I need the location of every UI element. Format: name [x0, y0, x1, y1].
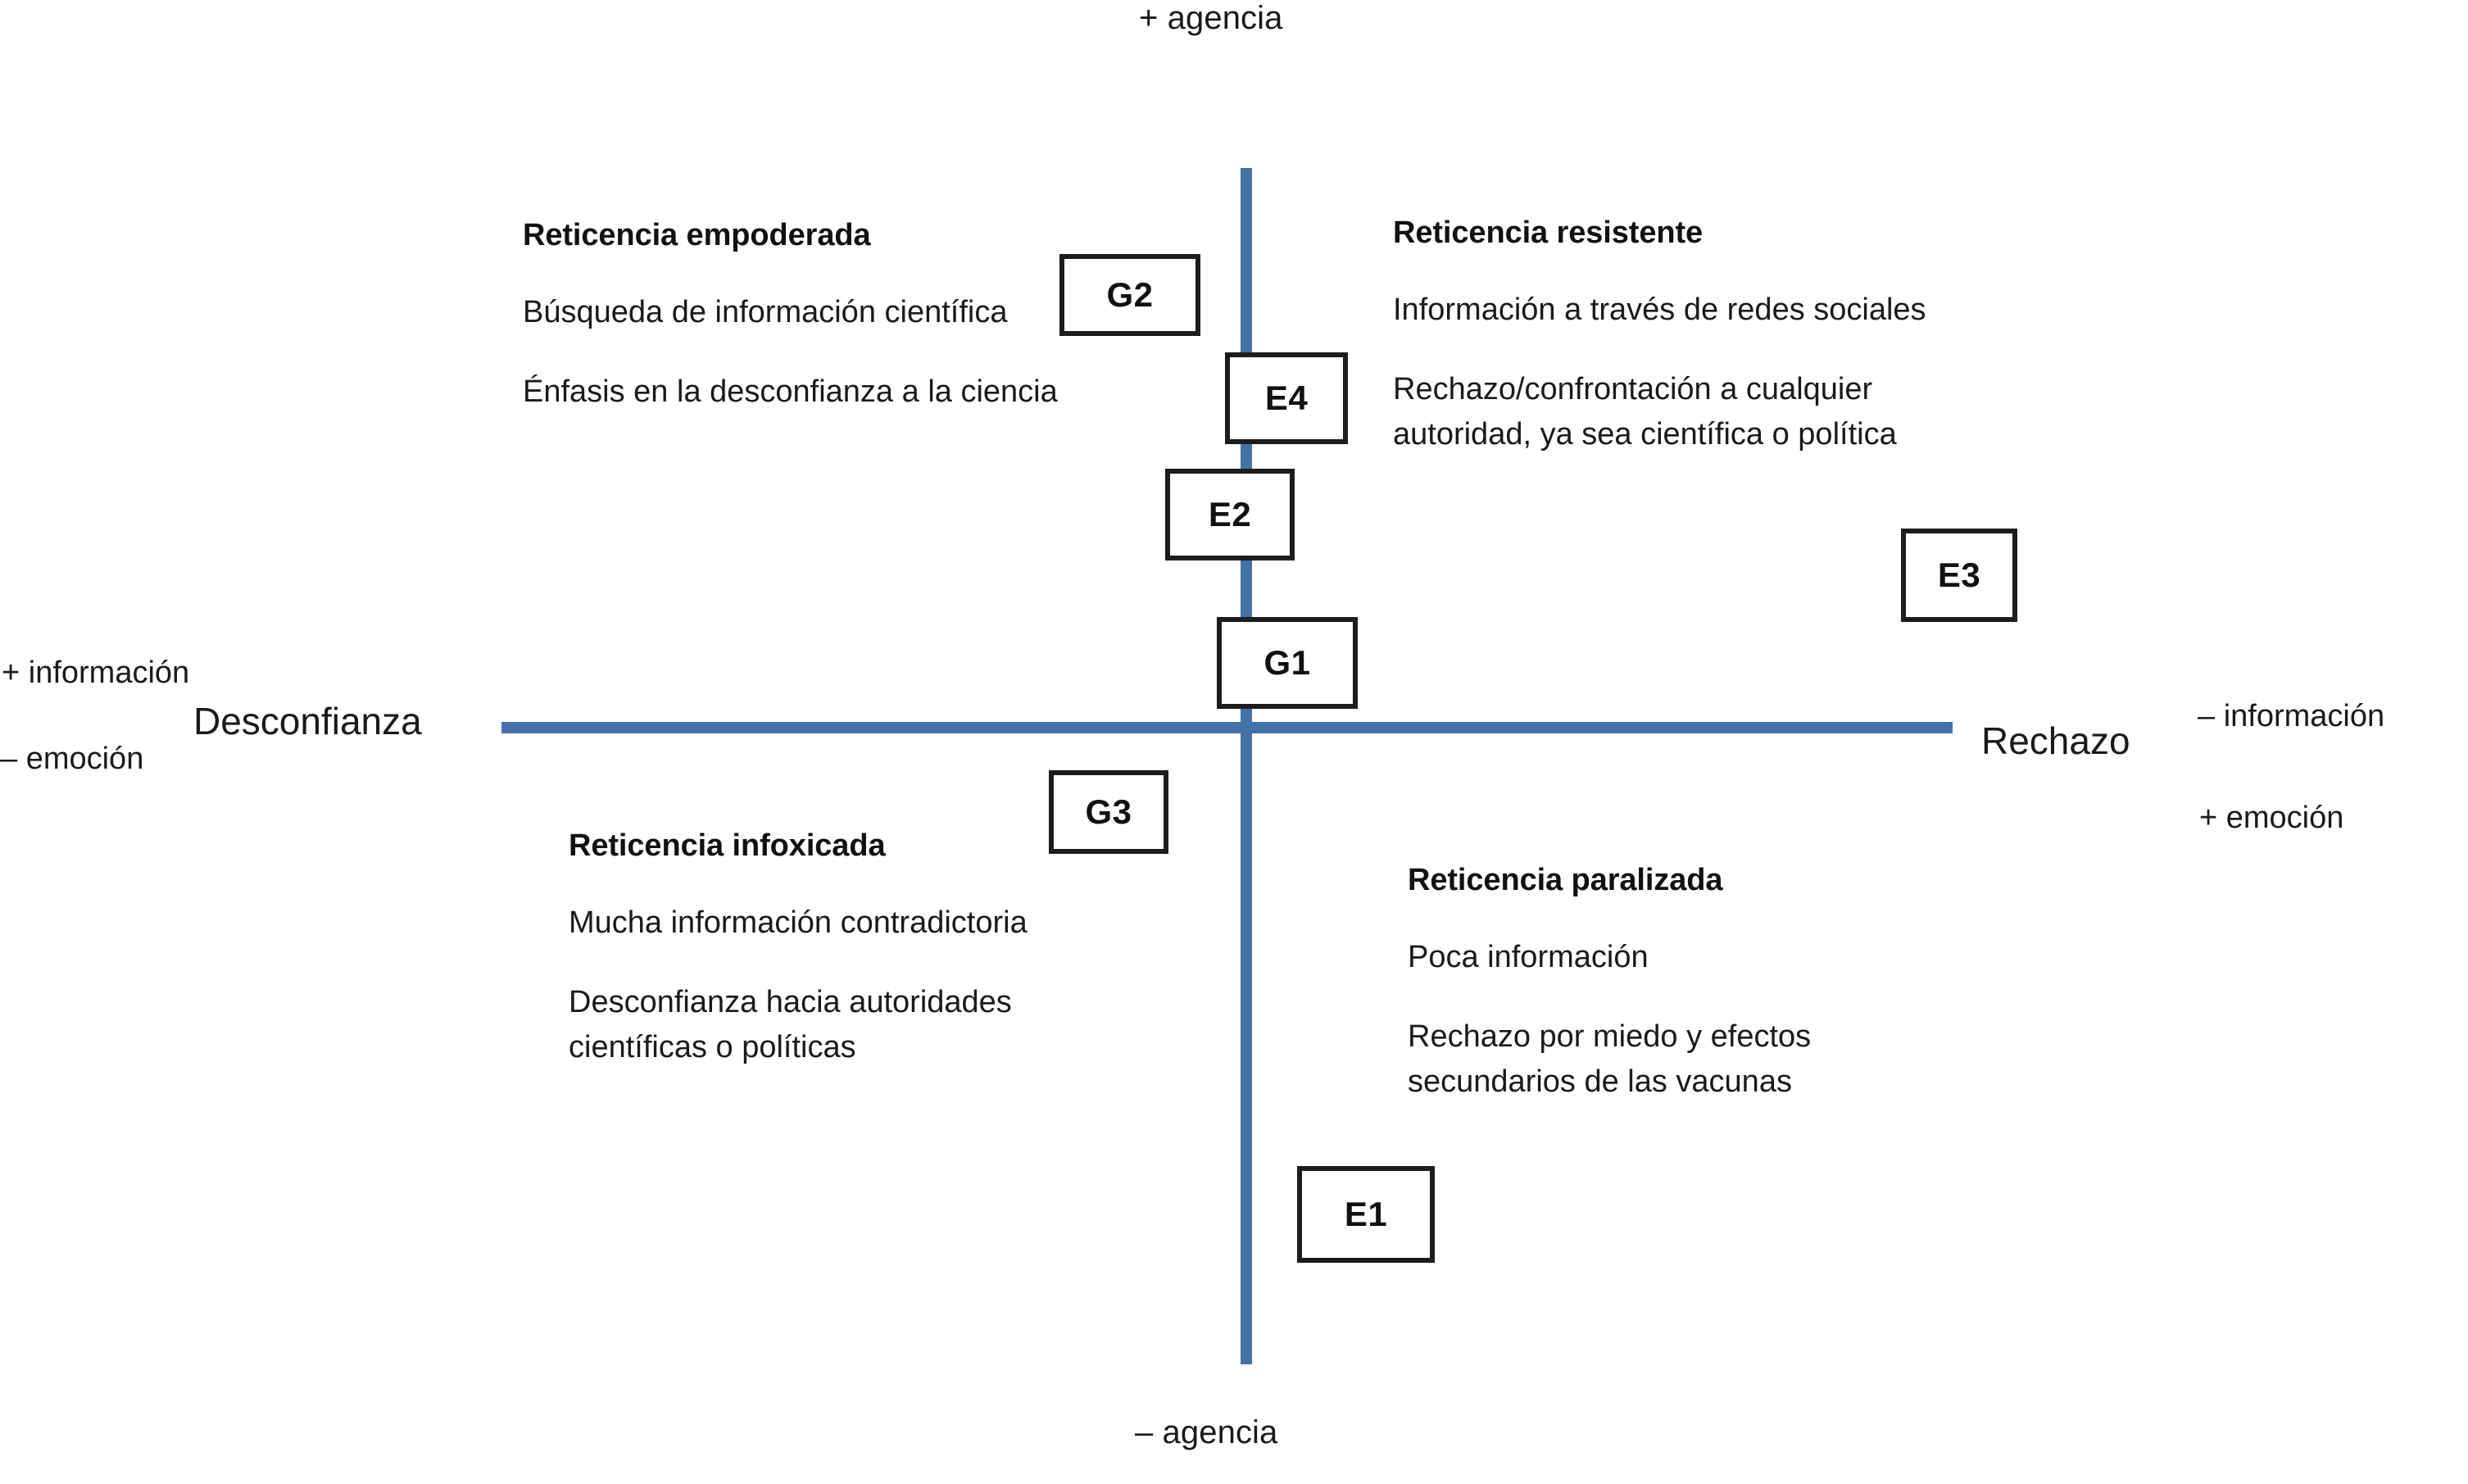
- axis-note-left-information: + información: [2, 656, 190, 690]
- node-box-g2: G2: [1059, 254, 1200, 336]
- axis-label-bottom: – agencia: [1135, 1414, 1278, 1450]
- node-box-e3: E3: [1901, 529, 2017, 622]
- node-box-g1: G1: [1217, 617, 1358, 709]
- horizontal-axis-line: [501, 722, 1953, 733]
- quadrant-point: Poca información: [1408, 939, 1649, 974]
- quadrant-title: Reticencia resistente: [1393, 216, 1704, 250]
- quadrant-point: Búsqueda de información científica: [523, 294, 1008, 329]
- quadrant-title: Reticencia infoxicada: [569, 828, 886, 863]
- axis-label-desconfianza: Desconfianza: [193, 700, 422, 742]
- quadrant-point: Rechazo/confrontación a cualquier autori…: [1393, 371, 1897, 452]
- quadrant-reticencia-infoxicada: Reticencia infoxicada Mucha información …: [569, 828, 1068, 1070]
- vertical-axis-line: [1241, 168, 1252, 1364]
- quadrant-reticencia-resistente: Reticencia resistente Información a trav…: [1393, 215, 1967, 457]
- axis-label-top: + agencia: [1139, 0, 1283, 36]
- quadrant-point: Desconfianza hacia autoridades científic…: [569, 984, 1012, 1065]
- axis-note-right-emotion: + emoción: [2199, 801, 2344, 835]
- quadrant-point: Rechazo por miedo y efectos secundarios …: [1408, 1019, 1812, 1100]
- node-box-g3: G3: [1049, 770, 1168, 854]
- quadrant-point: Énfasis en la desconfianza a la ciencia: [523, 374, 1058, 409]
- quadrant-title: Reticencia paralizada: [1408, 863, 1723, 897]
- node-box-e2: E2: [1165, 469, 1295, 560]
- node-box-e1: E1: [1297, 1166, 1435, 1263]
- axis-label-rechazo: Rechazo: [1981, 719, 2130, 762]
- quadrant-reticencia-paralizada: Reticencia paralizada Poca información R…: [1408, 862, 1965, 1105]
- quadrant-reticencia-empoderada: Reticencia empoderada Búsqueda de inform…: [523, 217, 1113, 415]
- node-box-e4: E4: [1225, 352, 1348, 444]
- quadrant-point: Información a través de redes sociales: [1393, 292, 1926, 327]
- axis-note-left-emotion: – emoción: [0, 742, 144, 776]
- quadrant-point: Mucha información contradictoria: [569, 905, 1028, 940]
- axis-note-right-information: – información: [2198, 699, 2385, 733]
- quadrant-title: Reticencia empoderada: [523, 218, 871, 252]
